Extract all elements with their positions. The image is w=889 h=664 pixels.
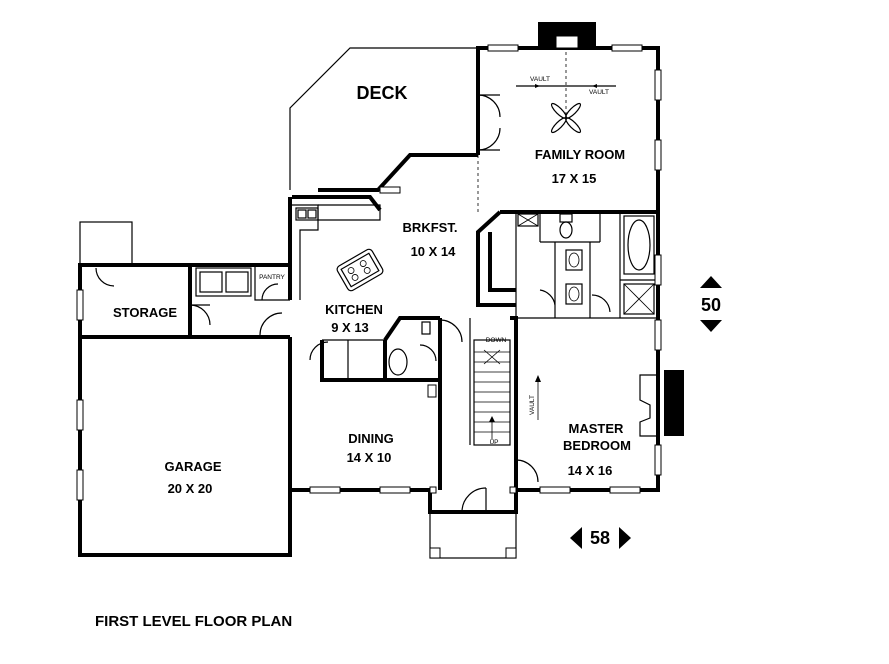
plan-title: FIRST LEVEL FLOOR PLAN	[95, 613, 292, 630]
master-vault-arrow	[535, 375, 541, 420]
width-dimension	[570, 527, 631, 549]
garage-size: 20 X 20	[168, 481, 213, 496]
kitchen-label: KITCHEN	[325, 302, 383, 317]
master-bedroom-size: 14 X 16	[568, 463, 613, 478]
garage-label: GARAGE	[164, 459, 221, 474]
family-room-label: FAMILY ROOM	[535, 147, 625, 162]
exterior-walls	[78, 22, 684, 557]
arrow-down-icon	[700, 320, 722, 332]
depth-dimension	[700, 276, 722, 332]
arrow-left-icon	[570, 527, 582, 549]
stair-down-label: DOWN	[486, 337, 507, 344]
pantry-label: PANTRY	[259, 274, 285, 281]
windows	[76, 44, 662, 501]
deck	[289, 47, 479, 190]
deck-label: DECK	[356, 83, 407, 103]
vault-label-left: VAULT	[530, 76, 550, 83]
doors	[95, 94, 611, 513]
breakfast-size: 10 X 14	[411, 244, 457, 259]
outdoor-unit-pad	[79, 221, 133, 267]
master-bedroom-label-2: BEDROOM	[563, 438, 631, 453]
breakfast-label: BRKFST.	[403, 220, 458, 235]
dining-label: DINING	[348, 431, 394, 446]
arrow-right-icon	[619, 527, 631, 549]
front-porch	[427, 384, 517, 559]
width-dimension-label: 58	[590, 528, 610, 548]
family-room-size: 17 X 15	[552, 171, 597, 186]
ceiling-fan-icon	[516, 52, 616, 134]
vault-label-right: VAULT	[589, 89, 609, 96]
stair-up-label: UP	[489, 439, 498, 446]
arrow-up-icon	[700, 276, 722, 288]
interior-walls	[254, 155, 658, 490]
master-bedroom-label: MASTER	[569, 421, 625, 436]
vault-label-master: VAULT	[529, 395, 536, 415]
staircase	[473, 339, 511, 446]
kitchen-fixtures	[195, 204, 384, 300]
master-fireplace	[664, 370, 684, 436]
storage-label: STORAGE	[113, 305, 177, 320]
dining-size: 14 X 10	[347, 450, 392, 465]
bath-fixtures	[388, 213, 655, 376]
depth-dimension-label: 50	[701, 295, 721, 315]
kitchen-size: 9 X 13	[331, 320, 369, 335]
